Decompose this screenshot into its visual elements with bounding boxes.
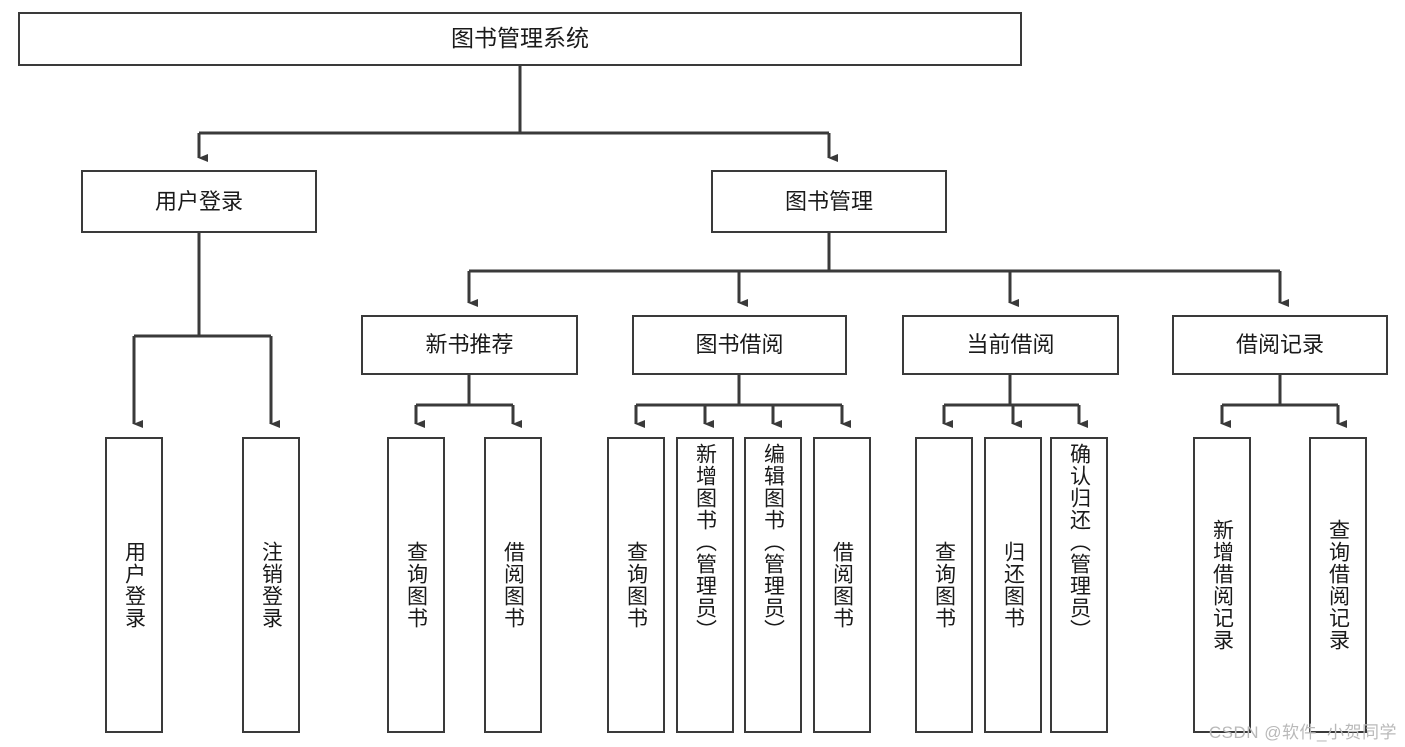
node-new-book-recommend-label: 新书推荐 [425,332,514,358]
node-leaf-query-book-1[interactable]: 查询图书 [387,437,445,733]
node-root[interactable]: 图书管理系统 [18,12,1022,66]
node-book-borrow[interactable]: 图书借阅 [632,315,847,375]
node-book-borrow-label: 图书借阅 [695,332,784,358]
node-user-login[interactable]: 用户登录 [81,170,317,233]
node-leaf-confirm-return-label: 确认归还（管理员） [1067,443,1091,641]
node-current-borrow-label: 当前借阅 [966,332,1055,358]
node-leaf-user-login-label: 用户登录 [122,541,146,629]
node-leaf-return-book[interactable]: 归还图书 [984,437,1042,733]
node-leaf-query-book-3[interactable]: 查询图书 [915,437,973,733]
node-borrow-record-label: 借阅记录 [1235,332,1324,358]
node-leaf-borrow-book-1[interactable]: 借阅图书 [484,437,542,733]
node-leaf-query-book-1-label: 查询图书 [404,541,428,629]
node-book-manage[interactable]: 图书管理 [711,170,947,233]
node-leaf-query-record[interactable]: 查询借阅记录 [1309,437,1367,733]
node-leaf-user-login[interactable]: 用户登录 [105,437,163,733]
node-leaf-borrow-book-1-label: 借阅图书 [501,541,525,629]
node-leaf-add-book[interactable]: 新增图书（管理员） [676,437,734,733]
node-new-book-recommend[interactable]: 新书推荐 [361,315,578,375]
node-leaf-edit-book[interactable]: 编辑图书（管理员） [744,437,802,733]
csdn-watermark: CSDN @软件_小贺同学 [1208,723,1397,742]
node-leaf-query-record-label: 查询借阅记录 [1326,519,1350,651]
node-leaf-query-book-3-label: 查询图书 [932,541,956,629]
node-leaf-add-record-label: 新增借阅记录 [1210,519,1234,651]
node-leaf-add-record[interactable]: 新增借阅记录 [1193,437,1251,733]
node-leaf-confirm-return[interactable]: 确认归还（管理员） [1050,437,1108,733]
node-leaf-logout[interactable]: 注销登录 [242,437,300,733]
node-borrow-record[interactable]: 借阅记录 [1172,315,1388,375]
node-leaf-return-book-label: 归还图书 [1001,541,1025,629]
node-leaf-query-book-2[interactable]: 查询图书 [607,437,665,733]
node-current-borrow[interactable]: 当前借阅 [902,315,1119,375]
node-user-login-label: 用户登录 [154,188,243,214]
node-leaf-query-book-2-label: 查询图书 [624,541,648,629]
node-book-manage-label: 图书管理 [784,188,873,214]
node-leaf-borrow-book-2-label: 借阅图书 [830,541,854,629]
node-root-label: 图书管理系统 [451,25,589,52]
node-leaf-borrow-book-2[interactable]: 借阅图书 [813,437,871,733]
node-leaf-logout-label: 注销登录 [259,541,283,629]
node-leaf-edit-book-label: 编辑图书（管理员） [761,443,785,641]
node-leaf-add-book-label: 新增图书（管理员） [693,443,717,641]
